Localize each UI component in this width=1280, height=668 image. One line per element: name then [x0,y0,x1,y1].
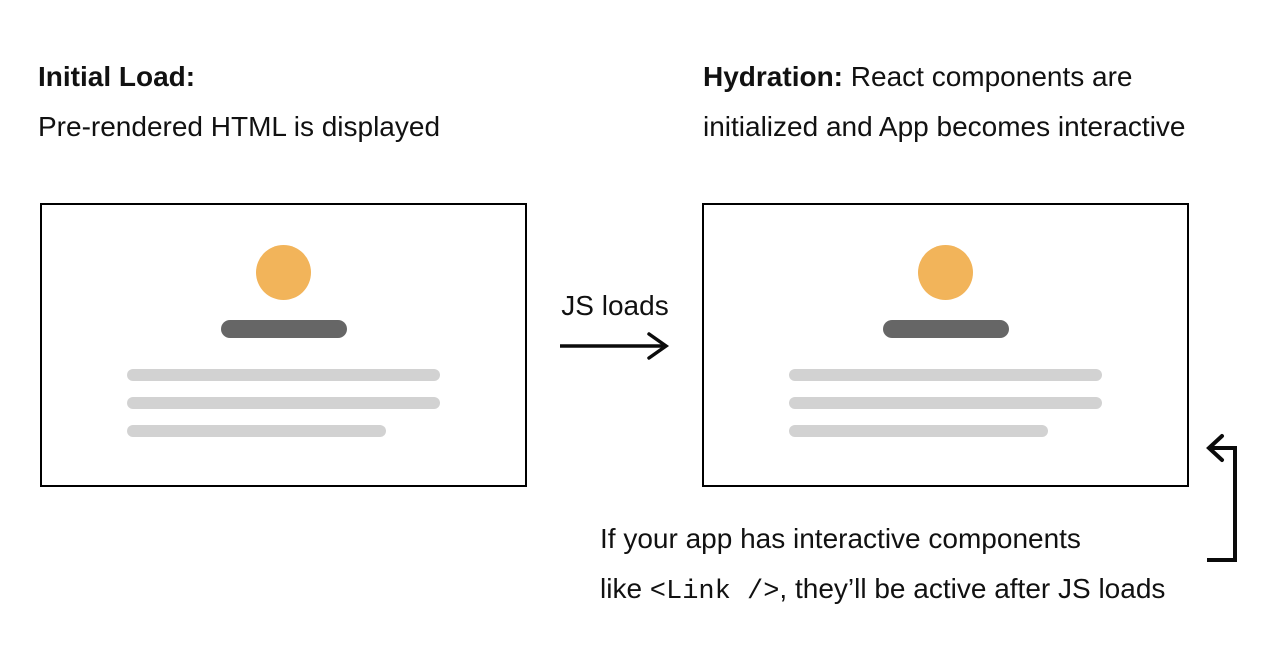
hydration-line1-rest: React components are [843,61,1133,92]
right-arrow-icon [560,332,670,360]
text-placeholder-line [127,369,440,381]
avatar-circle-placeholder [918,245,973,300]
initial-load-title: Initial Load: [38,61,196,92]
hydration-caption: Hydration: React components are initiali… [703,52,1186,152]
hydration-line2: initialized and App becomes interactive [703,111,1186,142]
loop-back-arrow-icon [1206,434,1237,562]
hydration-title-line: Hydration: React components are [703,52,1186,102]
text-placeholder-group [127,369,440,437]
footnote-line2-pre: like [600,573,650,604]
hydrated-app-box [702,203,1189,487]
initial-load-caption: Initial Load: Pre-rendered HTML is displ… [38,52,440,152]
hydration-title: Hydration: [703,61,843,92]
initial-load-subtitle: Pre-rendered HTML is displayed [38,111,441,142]
avatar-circle-placeholder [256,245,311,300]
footnote-line1: If your app has interactive components [600,523,1081,554]
text-placeholder-line [127,425,386,437]
heading-placeholder-bar [220,320,347,338]
text-placeholder-group [789,369,1102,437]
text-placeholder-line [127,397,440,409]
link-component-code: <Link /> [649,577,780,607]
footnote-line2-post: , they’ll be active after JS loads [779,573,1166,604]
footnote-line2: like <Link />, they’ll be active after J… [600,564,1165,617]
footnote: If your app has interactive components l… [600,514,1165,617]
initial-load-title-line: Initial Load: [38,52,440,102]
heading-placeholder-bar [882,320,1009,338]
text-placeholder-line [789,397,1102,409]
text-placeholder-line [789,369,1102,381]
pre-rendered-html-box [40,203,527,487]
js-loads-label: JS loads [561,290,669,321]
text-placeholder-line [789,425,1048,437]
